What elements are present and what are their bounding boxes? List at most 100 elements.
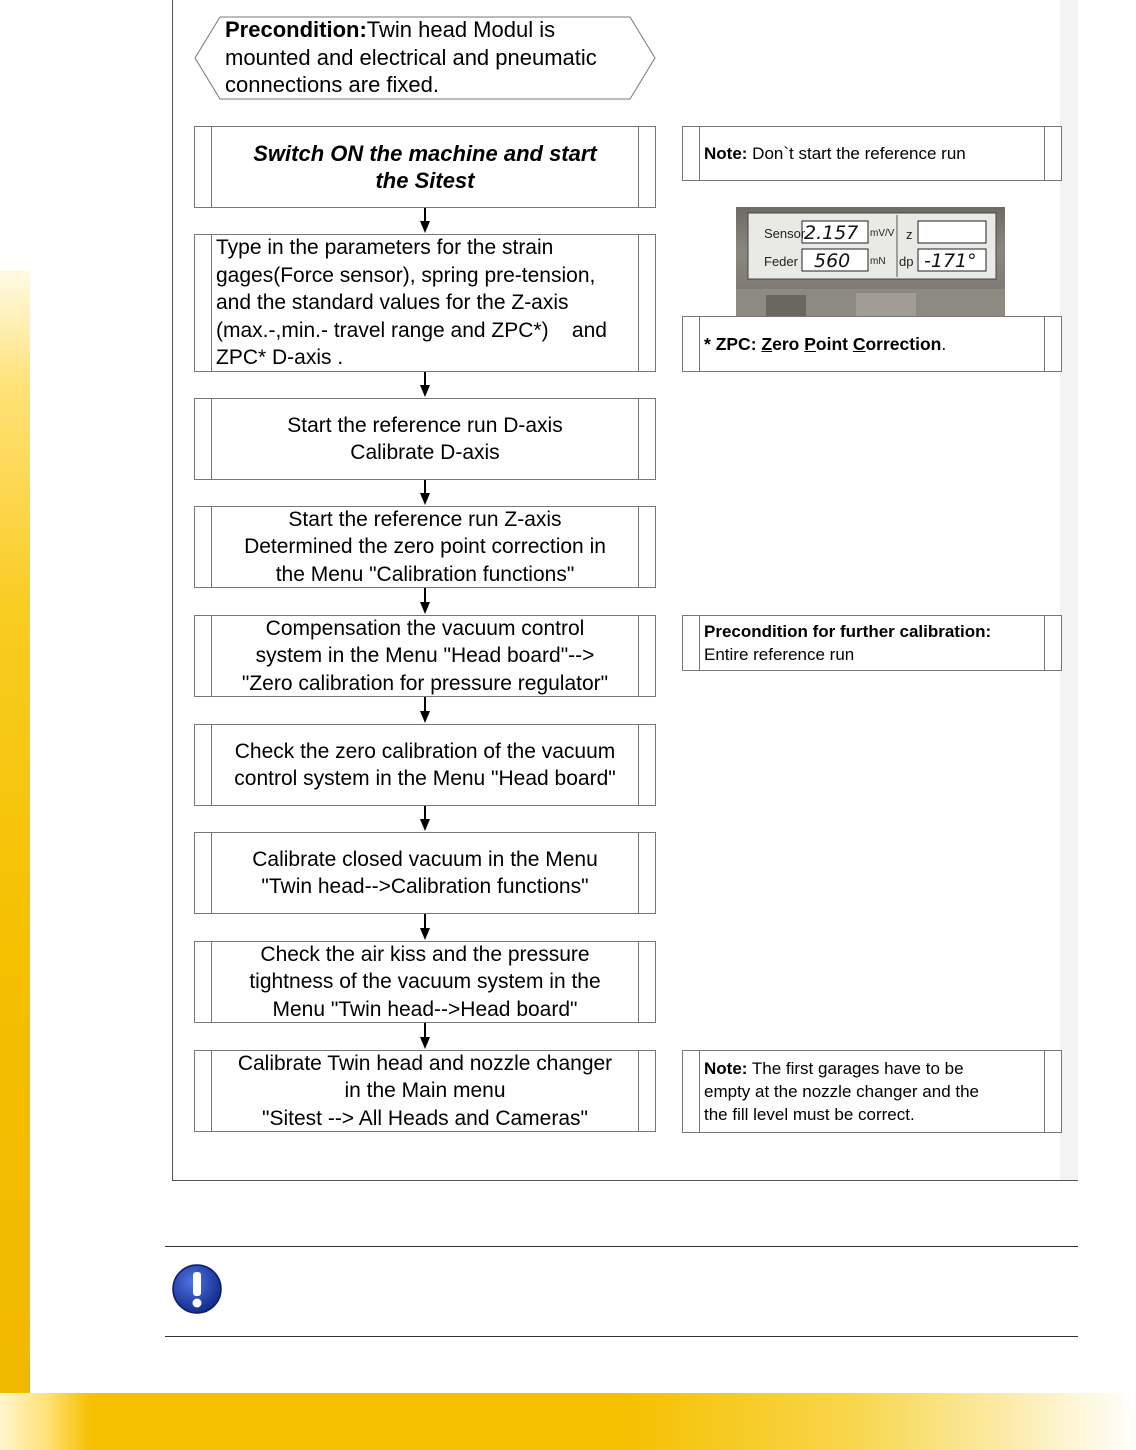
step-box-5: Compensation the vacuum control system in… xyxy=(194,615,656,697)
flowchart-frame xyxy=(172,0,1078,1181)
step-2-line-5: ZPC* D-axis . xyxy=(216,346,344,370)
zpc-abbr: ZPC: xyxy=(715,333,757,354)
note-zpc-text: * ZPC: Zero Point Correction. xyxy=(704,317,1043,371)
step-5-line-2: system in the Menu "Head board"--> xyxy=(255,644,595,668)
feder-unit: mN xyxy=(870,256,886,267)
zpc-period: . xyxy=(941,333,947,354)
note-reference-run-text: Note: Don`t start the reference run xyxy=(704,127,1043,180)
step-2-line-4: (max.-,min.- travel range and ZPC*) and xyxy=(216,318,607,342)
z-label: z xyxy=(906,227,913,242)
note-garages: Note: The first garages have to be empty… xyxy=(682,1050,1062,1133)
step-3-line-1: Start the reference run D-axis xyxy=(287,413,563,437)
dp-value: -171° xyxy=(924,250,977,272)
sensor-value: 2.157 xyxy=(804,222,859,244)
step-9-line-2: in the Main menu xyxy=(344,1079,506,1103)
info-top-rule xyxy=(165,1246,1078,1247)
step-6-line-1: Check the zero calibration of the vacuum xyxy=(234,739,616,763)
precond2-bold: Precondition for further calibration: xyxy=(704,622,992,641)
step-9-line-3: "Sitest --> All Heads and Cameras" xyxy=(262,1106,588,1130)
flow-arrowhead-8 xyxy=(420,1037,430,1049)
zpc-correction-rest: orrection xyxy=(865,333,942,354)
step-2-line-1: Type in the parameters for the strain xyxy=(216,236,554,260)
step-9-line-1: Calibrate Twin head and nozzle changer xyxy=(237,1051,613,1075)
hexagon-shape xyxy=(194,16,656,100)
flow-arrow-1 xyxy=(424,208,426,222)
parameter-display-photo: Sensor 2.157 mV/V Feder 560 mN z dp -171… xyxy=(736,207,1005,317)
step-2-line-3: and the standard values for the Z-axis xyxy=(216,291,569,315)
step-3-line-2: Calibrate D-axis xyxy=(350,441,500,464)
flow-arrow-6 xyxy=(424,806,426,820)
precondition-bold: Precondition: xyxy=(225,17,367,42)
flow-arrowhead-2 xyxy=(420,385,430,397)
sensor-unit: mV/V xyxy=(870,228,895,239)
flow-arrow-3 xyxy=(424,480,426,494)
note-garages-text: Note: The first garages have to be empty… xyxy=(704,1051,1043,1132)
precondition-line3: connections are fixed. xyxy=(225,72,440,97)
note1-text: Don`t start the reference run xyxy=(747,144,966,163)
step-5-line-3: "Zero calibration for pressure regulator… xyxy=(241,671,609,695)
flow-arrowhead-1 xyxy=(420,221,430,233)
sensor-label: Sensor xyxy=(764,226,806,241)
note3-line3: the fill level must be correct. xyxy=(704,1105,915,1124)
step-text-8: Check the air kiss and the pressure tight… xyxy=(212,942,638,1022)
step-8-line-3: Menu "Twin head-->Head board" xyxy=(272,997,578,1021)
note-zpc: * ZPC: Zero Point Correction. xyxy=(682,316,1062,372)
parameter-display-svg xyxy=(736,212,1005,317)
flow-arrowhead-6 xyxy=(420,819,430,831)
flow-arrow-4 xyxy=(424,588,426,603)
zpc-point-initial: P xyxy=(804,333,816,354)
step-5-line-1: Compensation the vacuum control xyxy=(265,616,585,640)
step-6-line-2: control system in the Menu "Head board" xyxy=(234,767,616,790)
note-reference-run: Note: Don`t start the reference run xyxy=(682,126,1062,181)
zpc-star: * xyxy=(704,333,716,354)
flow-arrowhead-7 xyxy=(420,928,430,940)
step-text-6: Check the zero calibration of the vacuum… xyxy=(212,725,638,805)
step-box-7: Calibrate closed vacuum in the Menu "Twin… xyxy=(194,832,656,914)
step-text-5: Compensation the vacuum control system in… xyxy=(212,616,638,696)
step-7-line-1: Calibrate closed vacuum in the Menu xyxy=(252,847,598,871)
flow-arrowhead-3 xyxy=(420,493,430,505)
precondition-line2: mounted and electrical and pneumatic xyxy=(225,44,597,70)
zpc-correction-initial: C xyxy=(852,333,866,354)
note-precondition-text: Precondition for further calibration: En… xyxy=(704,616,1043,670)
step-7-line-2: "Twin head-->Calibration functions" xyxy=(261,875,589,898)
step-box-9: Calibrate Twin head and nozzle changer in… xyxy=(194,1050,656,1132)
flow-arrow-8 xyxy=(424,1023,426,1038)
note3-bold: Note: xyxy=(704,1059,748,1078)
step-box-6: Check the zero calibration of the vacuum… xyxy=(194,724,656,806)
bottom-accent-bar xyxy=(0,1393,1136,1450)
left-accent-bar xyxy=(0,270,30,1395)
step-text-7: Calibrate closed vacuum in the Menu "Twin… xyxy=(212,833,638,913)
step-1-line-2: the Sitest xyxy=(375,168,475,193)
info-bottom-rule xyxy=(165,1336,1078,1337)
precondition-text: Precondition:Twin head Modul is mounted … xyxy=(225,16,635,99)
precondition-line1: Twin head Modul is xyxy=(366,17,556,42)
flow-arrow-5 xyxy=(424,697,426,712)
flow-arrow-2 xyxy=(424,372,426,386)
note3-line1: The first garages have to be xyxy=(747,1059,964,1078)
note3-line2: empty at the nozzle changer and the xyxy=(704,1082,980,1101)
step-1-line-1: Switch ON the machine and start xyxy=(253,141,597,166)
step-box-2: Type in the parameters for the strain ga… xyxy=(194,234,656,372)
flow-arrowhead-4 xyxy=(420,602,430,614)
flow-arrowhead-5 xyxy=(420,711,430,723)
step-4-line-2: Determined the zero point correction in xyxy=(244,535,606,559)
precond2-text: Entire reference run xyxy=(704,645,855,664)
step-box-8: Check the air kiss and the pressure tight… xyxy=(194,941,656,1023)
step-text-2: Type in the parameters for the strain ga… xyxy=(212,235,638,371)
step-8-line-1: Check the air kiss and the pressure xyxy=(260,942,590,966)
feder-label: Feder xyxy=(764,254,798,269)
step-8-line-2: tightness of the vacuum system in the xyxy=(249,970,601,994)
zpc-zero-initial: Z xyxy=(761,333,773,354)
feder-value: 560 xyxy=(814,250,851,272)
zpc-zero-rest: ero xyxy=(772,333,800,354)
step-4-line-1: Start the reference run Z-axis xyxy=(288,507,562,531)
flow-arrow-7 xyxy=(424,914,426,929)
step-text-9: Calibrate Twin head and nozzle changer in… xyxy=(212,1051,638,1131)
